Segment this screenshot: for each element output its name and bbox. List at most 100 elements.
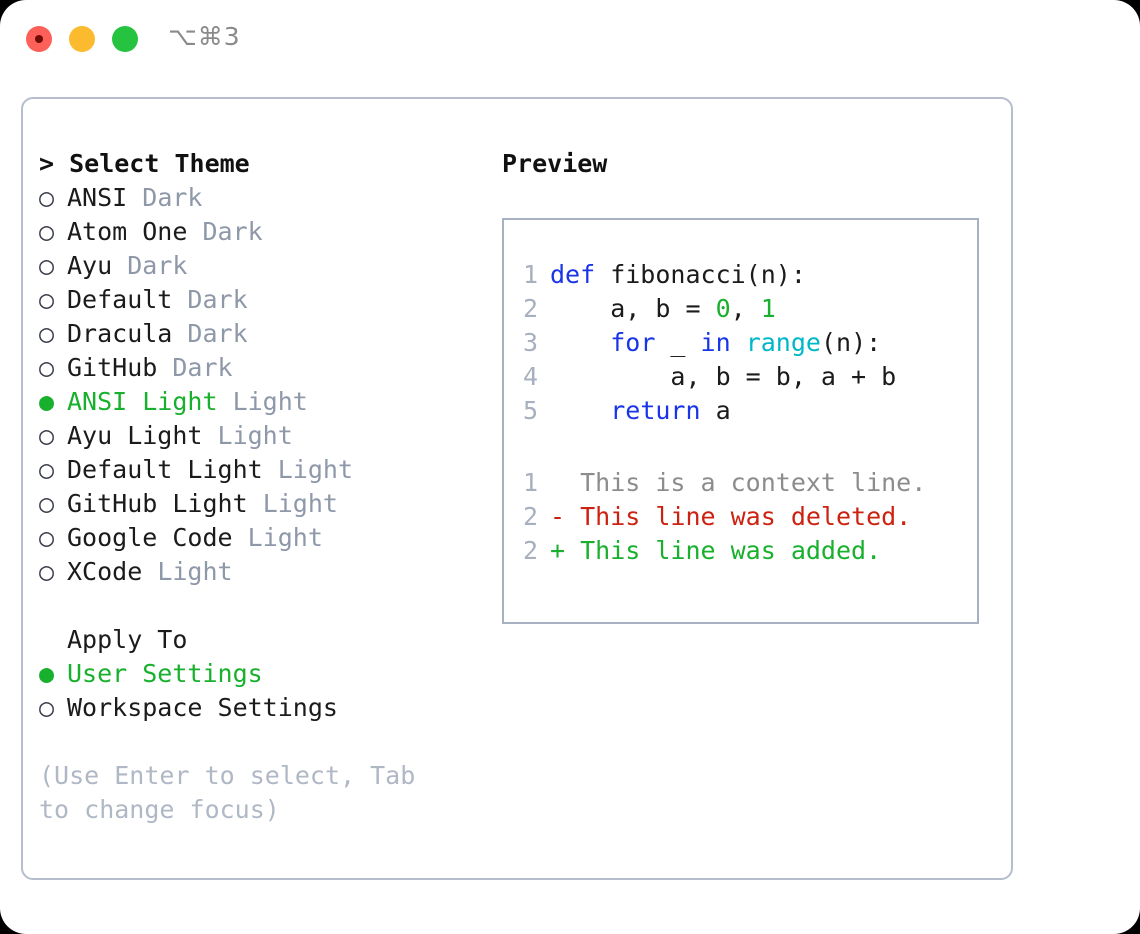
theme-selection-column: > Select Theme ○ANSI Dark○Atom One Dark○… [39, 147, 499, 827]
diff-line: 2+ This line was added. [504, 534, 977, 568]
code-token-num: 0 [715, 294, 731, 323]
theme-option-ansi[interactable]: ○ANSI Dark [39, 181, 499, 215]
code-line-text: for _ in range(n): [550, 326, 881, 360]
theme-variant-badge: Dark [172, 353, 233, 382]
theme-option-label: XCode [67, 557, 143, 586]
radio-unselected-icon: ○ [39, 557, 55, 586]
code-line: 5 return a [504, 394, 977, 428]
label-badge-separator [202, 419, 217, 453]
line-number: 5 [522, 396, 538, 425]
theme-variant-badge: Light [277, 455, 353, 484]
line-number: 2 [522, 536, 538, 565]
label-badge-separator [248, 487, 263, 521]
label-badge-separator [187, 215, 202, 249]
theme-option-label: ANSI Light [67, 387, 218, 416]
code-token-plain [731, 328, 746, 357]
radio-unselected-icon: ○ [39, 285, 55, 314]
code-token-plain: , [730, 294, 761, 323]
code-token-kw: def [550, 260, 596, 289]
apply-to-option-label: Workspace Settings [67, 693, 338, 722]
radio-unselected-icon: ○ [39, 693, 55, 722]
theme-option-default-light[interactable]: ○ Default Light Light [39, 453, 499, 487]
keyboard-hint-text: (Use Enter to select, Tab to change focu… [39, 761, 431, 824]
theme-option-xcode[interactable]: ○XCode Light [39, 555, 499, 589]
label-badge-separator [233, 521, 248, 555]
code-line: 3 for _ in range(n): [504, 326, 977, 360]
line-number: 4 [522, 362, 538, 391]
code-token-plain: (n): [820, 328, 882, 357]
radio-unselected-icon: ○ [39, 455, 55, 484]
line-number: 3 [522, 328, 538, 357]
label-badge-separator [127, 181, 142, 215]
apply-to-heading: Apply To [67, 625, 188, 654]
diff-marker [550, 466, 580, 500]
code-token-num: 1 [760, 294, 776, 323]
radio-unselected-icon: ○ [39, 183, 55, 212]
diff-sample: 1 This is a context line.2- This line wa… [504, 466, 977, 568]
list-spacer [39, 589, 499, 623]
line-number: 1 [522, 468, 538, 497]
title-bar: ⌥⌘3 [0, 0, 1140, 76]
theme-option-label: GitHub [67, 353, 158, 382]
theme-variant-badge: Light [262, 489, 338, 518]
theme-variant-badge: Dark [187, 319, 248, 348]
preview-heading: Preview [502, 149, 608, 178]
apply-to-option-workspace-settings[interactable]: ○ Workspace Settings [39, 691, 499, 725]
theme-option-dracula[interactable]: ○ Dracula Dark [39, 317, 499, 351]
line-number: 2 [522, 502, 538, 531]
code-token-plain: a [700, 396, 731, 425]
diff-line: 1 This is a context line. [504, 466, 977, 500]
radio-selected-icon: ● [39, 387, 55, 416]
label-badge-separator [172, 317, 187, 351]
theme-option-label: Atom One [67, 217, 188, 246]
theme-option-ayu[interactable]: ○Ayu Dark [39, 249, 499, 283]
minimize-button-icon[interactable] [69, 26, 95, 52]
close-button-icon[interactable] [26, 26, 52, 52]
label-badge-separator [218, 385, 233, 419]
radio-selected-icon: ● [39, 659, 55, 688]
diff-line-text: This is a context line. [580, 468, 927, 497]
code-line: 4 a, b = b, a + b [504, 360, 977, 394]
theme-option-atom-one[interactable]: ○ Atom One Dark [39, 215, 499, 249]
code-line: 2 a, b = 0, 1 [504, 292, 977, 326]
theme-option-google-code[interactable]: ○Google Code Light [39, 521, 499, 555]
radio-unselected-icon: ○ [39, 523, 55, 552]
code-token-kw: for [610, 328, 656, 357]
theme-list: ○ANSI Dark○Atom One Dark○Ayu Dark○Defaul… [39, 181, 499, 589]
theme-picker-card: > Select Theme ○ANSI Dark○Atom One Dark○… [21, 97, 1013, 880]
theme-option-label: Dracula [67, 319, 173, 348]
theme-option-github[interactable]: ○GitHub Dark [39, 351, 499, 385]
code-line-text: def fibonacci(n): [550, 258, 806, 292]
radio-unselected-icon: ○ [39, 217, 55, 246]
theme-option-default[interactable]: ○Default Dark [39, 283, 499, 317]
apply-to-option-label: User Settings [67, 659, 263, 688]
label-badge-separator [172, 283, 187, 317]
line-number: 2 [522, 294, 538, 323]
code-line-text: a, b = b, a + b [550, 360, 896, 394]
theme-option-ayu-light[interactable]: ○Ayu Light Light [39, 419, 499, 453]
theme-variant-badge: Dark [202, 217, 263, 246]
theme-variant-badge: Dark [142, 183, 203, 212]
apply-to-option-user-settings[interactable]: ● User Settings [39, 657, 499, 691]
code-line-text: return a [550, 394, 731, 428]
code-token-fn: range [745, 328, 821, 357]
select-theme-heading: > Select Theme [39, 149, 250, 178]
traffic-light-buttons [26, 26, 138, 52]
maximize-button-icon[interactable] [112, 26, 138, 52]
code-token-plain: a, b = [550, 294, 716, 323]
code-token-kw: return [610, 396, 701, 425]
radio-unselected-icon: ○ [39, 319, 55, 348]
code-token-plain: fibonacci(n): [595, 260, 806, 289]
label-badge-separator [157, 351, 172, 385]
theme-option-github-light[interactable]: ○GitHub Light Light [39, 487, 499, 521]
code-token-plain: a, b = b, a + b [550, 362, 897, 391]
theme-option-label: Default Light [67, 455, 263, 484]
code-token-plain [550, 396, 610, 425]
diff-line-text: This line was added. [580, 536, 882, 565]
theme-option-ansi-light[interactable]: ●ANSI Light Light [39, 385, 499, 419]
theme-option-label: GitHub Light [67, 489, 248, 518]
